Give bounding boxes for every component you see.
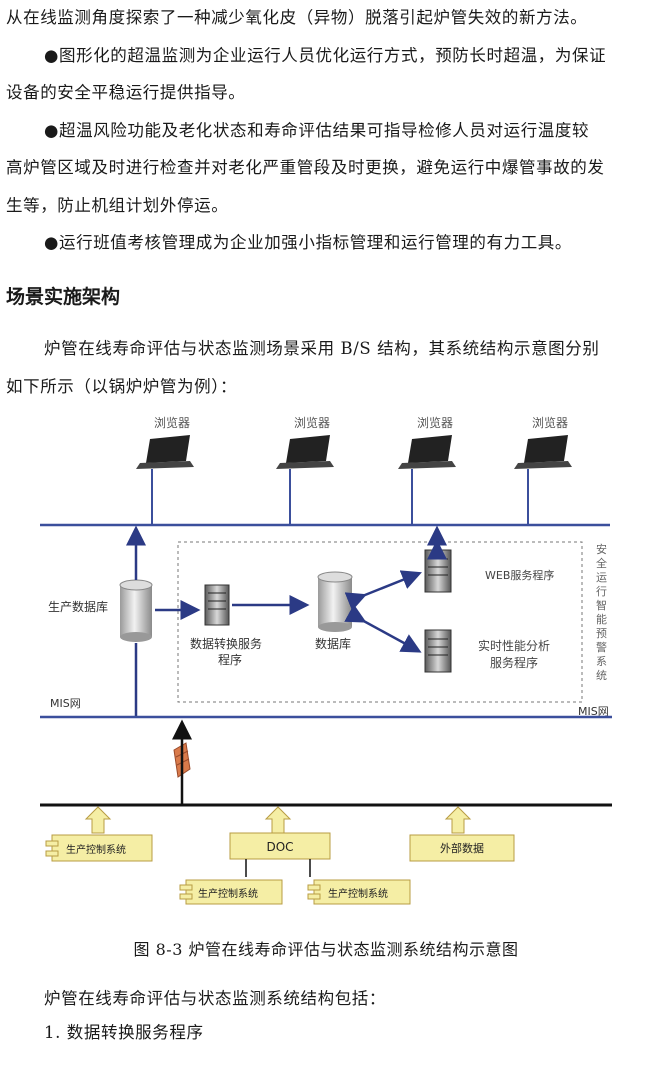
intro-line: 如下所示（以锅炉炉管为例）：: [6, 377, 238, 396]
paragraph-line: 炉管在线寿命评估与状态监测系统结构包括：: [44, 989, 386, 1008]
control-system-box: 生产控制系统: [179, 879, 283, 905]
svg-text:安: 安: [596, 542, 607, 556]
browser-3: 浏览器: [398, 415, 456, 525]
svg-text:能: 能: [596, 612, 607, 626]
svg-text:警: 警: [596, 640, 607, 654]
browser-1: 浏览器: [136, 415, 194, 525]
list-item: 1. 数据转换服务程序: [44, 1023, 204, 1042]
bullet-line: ●运行班值考核管理成为企业加强小指标管理和运行管理的有力工具。: [44, 233, 572, 252]
database-icon: [317, 571, 353, 632]
warning-system-boundary: [177, 541, 583, 703]
conversion-server-icon: [204, 584, 230, 626]
control-system-box: 生产控制系统: [45, 834, 153, 862]
external-data-box: 外部数据: [409, 834, 515, 862]
svg-text:预: 预: [596, 627, 607, 640]
browser-4: 浏览器: [514, 415, 572, 525]
warning-system-label: 安 全 运 行 智 能 预 警 系 统: [596, 542, 607, 682]
section-title: 场景实施架构: [6, 286, 121, 308]
web-program-label: WEB服务程序: [485, 568, 554, 582]
web-server-icon: [424, 549, 452, 593]
architecture-diagram: 浏览器 浏览器 浏览器 浏览器 安 全 运 行 智 能 预 警 系 统: [40, 415, 612, 905]
control-system-box: 生产控制系统: [307, 879, 411, 905]
paragraph-line: 从在线监测角度探索了一种减少氧化皮（异物）脱落引起炉管失效的新方法。: [6, 8, 588, 27]
realtime-label: 服务程序: [490, 655, 538, 670]
production-db-label: 生产数据库: [48, 599, 108, 614]
realtime-server-icon: [424, 629, 452, 673]
svg-text:运: 运: [596, 571, 607, 584]
browser-2: 浏览器: [276, 415, 334, 525]
paragraph-line: 设备的安全平稳运行提供指导。: [6, 83, 246, 102]
conversion-label: 数据转换服务: [190, 636, 262, 651]
svg-text:生产控制系统: 生产控制系统: [328, 887, 388, 900]
svg-text:全: 全: [596, 556, 607, 570]
svg-text:行: 行: [596, 585, 607, 598]
bullet-line: ●超温风险功能及老化状态和寿命评估结果可指导检修人员对运行温度较: [44, 121, 590, 140]
paragraph-line: 生等，防止机组计划外停运。: [6, 196, 229, 215]
database-label: 数据库: [315, 636, 351, 651]
svg-text:系: 系: [596, 655, 607, 668]
svg-text:DOC: DOC: [266, 840, 293, 854]
figure-caption: 图 8-3 炉管在线寿命评估与状态监测系统结构示意图: [133, 940, 519, 959]
bullet-line: ●图形化的超温监测为企业运行人员优化运行方式，预防长时超温，为保证: [44, 46, 607, 65]
mis-label: MIS网: [578, 705, 609, 718]
conversion-label: 程序: [218, 652, 242, 667]
browser-label: 浏览器: [294, 415, 330, 430]
realtime-label: 实时性能分析: [478, 638, 550, 653]
browser-label: 浏览器: [532, 415, 568, 430]
svg-text:智: 智: [596, 598, 607, 612]
svg-text:统: 统: [596, 669, 607, 682]
svg-text:外部数据: 外部数据: [440, 841, 484, 855]
browser-label: 浏览器: [417, 415, 453, 430]
doc-box: DOC: [229, 832, 331, 860]
paragraph-line: 高炉管区域及时进行检查并对老化严重管段及时更换，避免运行中爆管事故的发: [6, 158, 605, 177]
browser-label: 浏览器: [154, 415, 190, 430]
intro-line: 炉管在线寿命评估与状态监测场景采用 B/S 结构，其系统结构示意图分别: [44, 339, 600, 358]
production-database-icon: [119, 579, 153, 642]
svg-text:生产控制系统: 生产控制系统: [66, 843, 126, 856]
mis-label: MIS网: [50, 697, 81, 710]
svg-text:生产控制系统: 生产控制系统: [198, 887, 258, 900]
